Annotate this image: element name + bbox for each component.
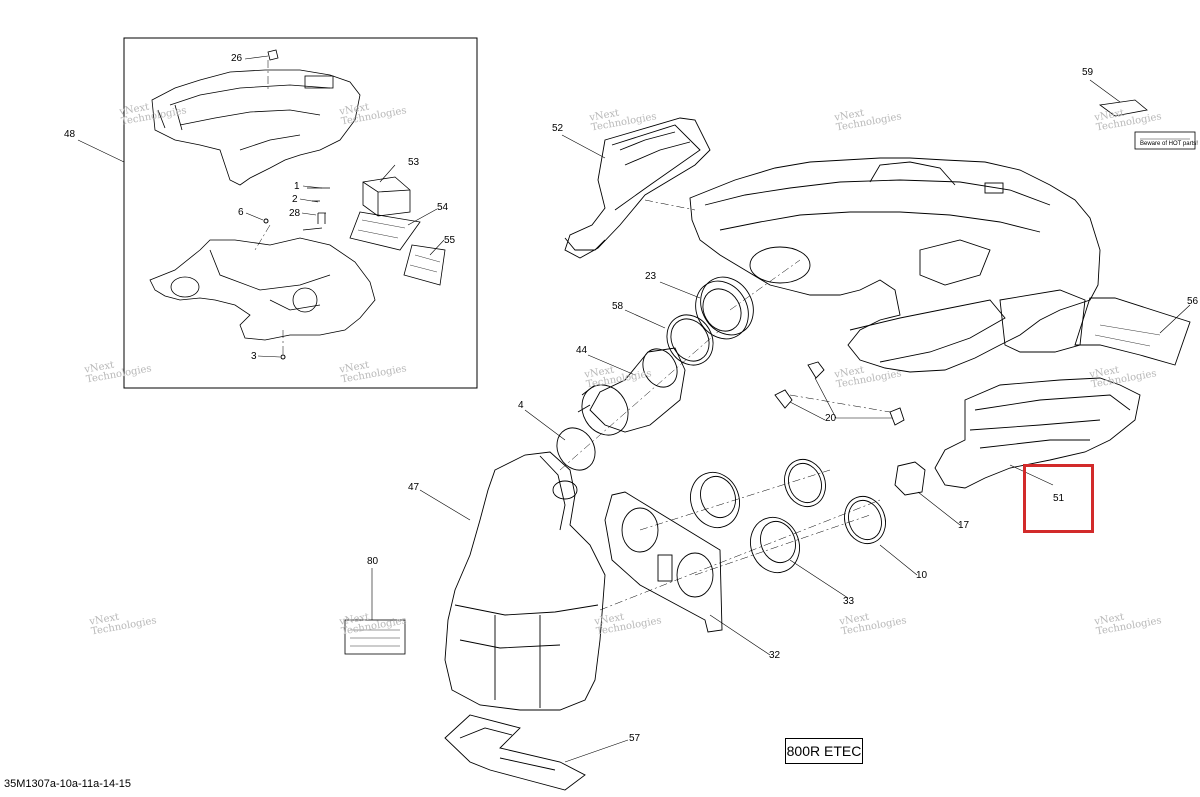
callout-80: 80 — [367, 556, 379, 567]
callout-58: 58 — [612, 301, 624, 312]
callout-23: 23 — [645, 271, 657, 282]
inset-airbox-base — [149, 237, 376, 341]
callout-20: 20 — [825, 413, 837, 424]
callout-2: 2 — [292, 194, 298, 205]
duct-51 — [934, 377, 1141, 489]
callout-57: 57 — [629, 733, 641, 744]
callout-4: 4 — [518, 400, 524, 411]
callout-54: 54 — [437, 202, 449, 213]
callout-10: 10 — [916, 570, 928, 581]
callout-3: 3 — [251, 351, 257, 362]
warning-decal — [1134, 131, 1196, 150]
callout-28: 28 — [289, 208, 301, 219]
callout-47: 47 — [408, 482, 420, 493]
callout-33: 33 — [843, 596, 855, 607]
rings-33 — [690, 471, 800, 574]
callout-55: 55 — [444, 235, 456, 246]
clamp-58 — [666, 314, 714, 366]
inset-airbox-cover — [151, 69, 361, 186]
filter-54 — [349, 211, 421, 251]
gasket-57 — [444, 714, 586, 791]
inset-frame — [123, 37, 478, 389]
callout-53: 53 — [408, 157, 420, 168]
callout-6: 6 — [238, 207, 244, 218]
airbox-body-47 — [444, 451, 606, 711]
callout-52: 52 — [552, 123, 564, 134]
main-airbox-cover — [689, 157, 1101, 373]
adapter-44 — [577, 347, 686, 436]
diagram-code: 35M1307a-10a-11a-14-15 — [4, 778, 131, 790]
warning-decal-text: Beware of HOT parts! — [1140, 141, 1198, 147]
callout-17: 17 — [958, 520, 970, 531]
callout-26: 26 — [231, 53, 243, 64]
callout-56: 56 — [1187, 296, 1199, 307]
callout-48: 48 — [64, 129, 76, 140]
duct-52 — [564, 117, 711, 259]
callout-44: 44 — [576, 345, 588, 356]
highlight-box — [1023, 464, 1094, 533]
decal-80 — [344, 619, 406, 655]
ring-23 — [695, 276, 754, 340]
callout-32: 32 — [769, 650, 781, 661]
plate-32 — [604, 491, 723, 633]
foam-pad-53 — [362, 176, 411, 217]
callout-1: 1 — [294, 181, 300, 192]
decal-59 — [1098, 99, 1148, 117]
oring-4 — [556, 427, 596, 471]
pad-55 — [403, 244, 446, 286]
clips-20 — [774, 361, 905, 426]
callout-59: 59 — [1082, 67, 1094, 78]
clip-17 — [894, 461, 926, 496]
callout-51: 51 — [1053, 493, 1065, 504]
heat-shield-56 — [1074, 297, 1191, 366]
model-label: 800R ETEC — [785, 738, 863, 764]
clamps-10 — [784, 458, 886, 545]
